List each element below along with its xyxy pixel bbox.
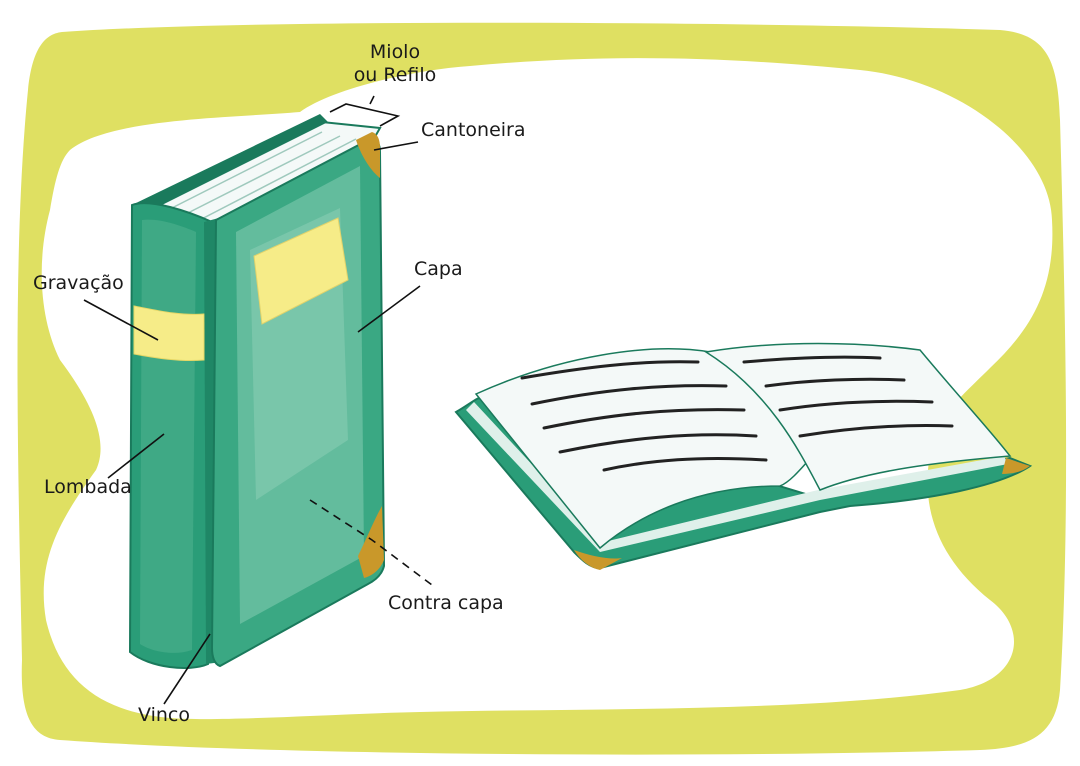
leader-cantoneira — [373, 141, 419, 151]
miolo-label-line2: ou Refilo — [353, 64, 437, 86]
leader-lombada — [107, 433, 165, 479]
top-corner-piece — [356, 132, 380, 178]
left-page-text-lines — [520, 360, 768, 472]
vinco-label: Vinco — [138, 704, 190, 726]
cover-title-label — [253, 217, 349, 325]
open-book — [454, 342, 1033, 570]
spine-engraving-band — [133, 305, 205, 362]
leader-capa — [357, 285, 421, 333]
contra-capa-label: Contra capa — [388, 592, 504, 614]
capa-label: Capa — [414, 258, 463, 280]
miolo-label-line1: Miolo — [369, 41, 421, 63]
leader-miolo — [329, 95, 401, 127]
leader-vinco — [163, 633, 211, 705]
leader-contra-capa — [309, 499, 437, 589]
leader-gravacao — [83, 299, 159, 341]
standing-book — [128, 114, 386, 669]
lombada-label: Lombada — [44, 476, 132, 498]
open-book-right-page — [703, 342, 1012, 491]
open-book-corner-left — [574, 550, 622, 570]
right-page-text-lines — [742, 355, 954, 438]
open-book-corner-right — [1002, 458, 1030, 474]
cantoneira-label: Cantoneira — [421, 119, 526, 141]
miolo-label: Miolo ou Refilo — [340, 41, 450, 87]
gravacao-label: Gravação — [33, 272, 124, 294]
standing-book-top-board — [134, 114, 328, 212]
bottom-corner-piece — [358, 506, 384, 578]
